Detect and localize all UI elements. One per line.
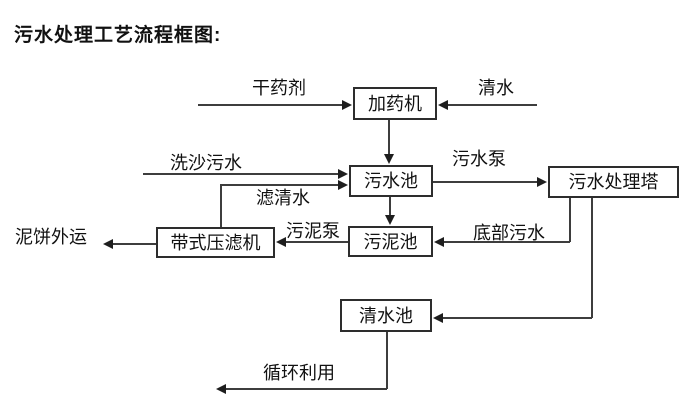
edge-filtered-water-vline [220, 184, 222, 227]
node-clean-water-pool-label: 清水池 [359, 305, 413, 326]
node-belt-filter-press-label: 带式压滤机 [170, 232, 261, 253]
edge-recycle-vline [386, 332, 388, 389]
arrowhead-tower-to-clean-icon [433, 313, 443, 323]
edge-dry-agent-line [198, 104, 344, 106]
label-recycle: 循环利用 [263, 363, 335, 383]
edge-sewage-to-sludge-line [389, 197, 391, 216]
arrowhead-sewage-to-sludge-icon [385, 215, 395, 225]
edge-mud-cake-line [112, 243, 156, 245]
label-sewage-pump: 污水泵 [452, 149, 506, 169]
label-sand-washing-sewage: 洗沙污水 [170, 153, 242, 173]
edge-bottom-sewage-vline [569, 198, 571, 242]
arrowhead-sand-washing-icon [338, 169, 348, 179]
node-belt-filter-press: 带式压滤机 [156, 227, 275, 258]
edge-sewage-pump-line [433, 181, 538, 183]
edge-filtered-water-line [220, 184, 340, 186]
edge-tower-to-clean-vline [591, 198, 593, 318]
edge-sand-washing-line [143, 173, 340, 175]
node-clean-water-pool: 清水池 [340, 299, 432, 332]
node-treatment-tower: 污水处理塔 [548, 166, 679, 198]
arrowhead-dosing-to-sewage-icon [384, 154, 394, 164]
arrowhead-recycle-icon [216, 384, 226, 394]
node-sludge-pool: 污泥池 [348, 226, 433, 257]
arrowhead-sewage-pump-icon [537, 177, 547, 187]
node-sludge-pool-label: 污泥池 [363, 231, 418, 252]
arrowhead-dry-agent-icon [342, 100, 352, 110]
diagram-title: 污水处理工艺流程框图: [14, 25, 222, 46]
arrowhead-bottom-sewage-icon [434, 237, 444, 247]
edge-sludge-pump-line [285, 241, 348, 243]
label-dry-agent: 干药剂 [252, 78, 306, 98]
arrowhead-sludge-pump-icon [276, 237, 286, 247]
node-treatment-tower-label: 污水处理塔 [568, 172, 659, 192]
node-sewage-pool: 污水池 [349, 165, 433, 197]
edge-recycle-line [225, 388, 387, 390]
edge-clean-water-line [446, 104, 537, 106]
node-dosing-machine: 加药机 [353, 87, 437, 120]
label-mud-cake-out: 泥饼外运 [15, 227, 87, 247]
node-sewage-pool-label: 污水池 [364, 171, 418, 191]
edge-tower-to-clean-line [442, 317, 592, 319]
label-sludge-pump: 污泥泵 [286, 221, 340, 241]
arrowhead-mud-cake-icon [103, 239, 113, 249]
arrowhead-clean-water-icon [438, 100, 448, 110]
edge-bottom-sewage-line [443, 241, 570, 243]
arrowhead-filtered-water-icon [338, 180, 348, 190]
label-filtered-water: 滤清水 [256, 188, 310, 208]
label-clean-water: 清水 [478, 78, 514, 98]
edge-dosing-to-sewage-line [388, 120, 390, 155]
node-dosing-machine-label: 加药机 [368, 93, 422, 114]
label-bottom-sewage: 底部污水 [473, 223, 545, 243]
